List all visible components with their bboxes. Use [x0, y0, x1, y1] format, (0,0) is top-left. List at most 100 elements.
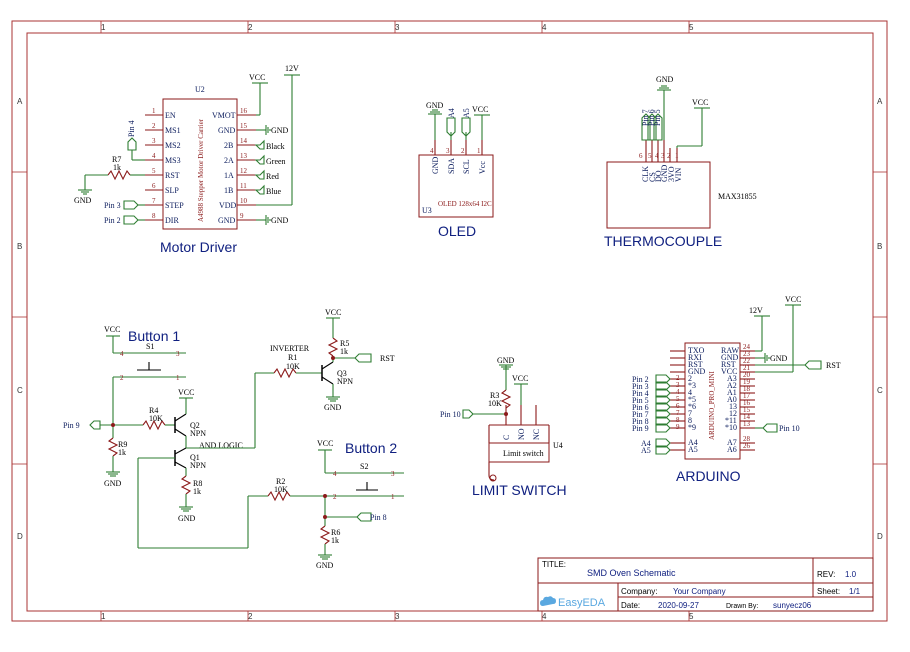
q1-ref: Q1 [190, 453, 200, 462]
u2-pin-14-num: 14 [240, 137, 248, 145]
arduino-num-28: 28 [743, 435, 751, 443]
thermo-pin-3-num: 3 [661, 152, 665, 160]
u2-pin-13-num: 13 [240, 152, 248, 160]
u2-pin-3-name: MS2 [165, 141, 181, 150]
limit-gnd-label: GND [497, 356, 515, 365]
r3-value: 10K [488, 399, 502, 408]
arduino-right-vcc: VCC [721, 367, 737, 376]
q2-ref: Q2 [190, 421, 200, 430]
u2-pin3-label: Pin 3 [104, 201, 121, 210]
title-label: TITLE: [542, 560, 566, 569]
arduino-num-21: 21 [743, 364, 751, 372]
u3-pin-3-num: 3 [446, 147, 450, 155]
row-label-b-right: B [877, 242, 882, 251]
s1-pin-3: 3 [176, 350, 180, 358]
limit-vcc-label: VCC [512, 374, 528, 383]
u2-pin-7-name: STEP [165, 201, 184, 210]
q3-ref: Q3 [337, 369, 347, 378]
arduino-num-26: 26 [743, 442, 751, 450]
u2-vcc-wire [252, 82, 268, 116]
arduino-num-18: 18 [743, 385, 751, 393]
arduino-left-d6: *6 [688, 402, 696, 411]
r1-value: 10K [286, 362, 300, 371]
thermo-pin-vin: VIN [674, 168, 683, 182]
sheet-label: Sheet: [817, 587, 840, 596]
u2-pin-6-name: SLP [165, 186, 179, 195]
u2-pin-9-num: 9 [240, 212, 244, 220]
arduino-right-11: *11 [725, 416, 737, 425]
s2-switch [248, 449, 404, 560]
u2-gnd-label-9: GND [271, 216, 289, 225]
arduino-num-24: 24 [743, 343, 751, 351]
q3-gnd-label: GND [324, 403, 342, 412]
u2-pin-12-name: 1A [224, 171, 234, 180]
u3-pin-4-num: 4 [430, 147, 434, 155]
col-label-2: 2 [248, 23, 253, 32]
u2-pin-5-num: 5 [152, 167, 156, 175]
q1-transistor [137, 372, 274, 549]
u2-pin-15-name: GND [218, 126, 236, 135]
arduino-num-6: 6 [676, 402, 680, 410]
arduino-num-15: 15 [743, 406, 751, 414]
pin9-flag: Pin 9 [63, 421, 80, 430]
r8-ref: R8 [193, 479, 202, 488]
thermo-pin-4-num: 4 [655, 152, 659, 160]
easyeda-logo-text: EasyEDA [558, 597, 606, 609]
arduino-right-rst: RST [721, 360, 736, 369]
arduino-left-txo: TXO [688, 346, 705, 355]
s1-vcc-label: VCC [104, 325, 120, 334]
u2-pin-16-name: VMOT [212, 111, 236, 120]
r7-ref: R7 [112, 155, 121, 164]
u2-pin-10-num: 10 [240, 197, 248, 205]
row-label-a: A [17, 97, 23, 106]
arduino-pro-mini: ARDUINO_PRO_MINI TXO RXI RST GND 2 *3 [632, 295, 841, 484]
title-block: TITLE: SMD Oven Schematic REV: 1.0 Compa… [537, 557, 874, 612]
u3-part: OLED 128x64 I2C [438, 200, 492, 208]
u3-pin-2-num: 2 [461, 147, 465, 155]
arduino-left-rxi: RXI [688, 353, 702, 362]
s1-pin-1: 1 [176, 374, 180, 382]
u3-wires [428, 109, 490, 140]
u2-pin-10-name: VDD [219, 201, 237, 210]
drawn-by-label: Drawn By: [726, 603, 758, 610]
arduino-flag-pin6: Pin 6 [632, 403, 649, 412]
arduino-right-12: 12 [729, 409, 737, 418]
limit-switch-title: LIMIT SWITCH [472, 482, 567, 498]
arduino-num-16: 16 [743, 399, 751, 407]
u3-pin-vcc: Vcc [478, 161, 487, 174]
arduino-num-2: 2 [676, 374, 680, 382]
r6-value: 1k [331, 536, 339, 545]
button2-title: Button 2 [345, 440, 397, 456]
arduino-num-20: 20 [743, 371, 751, 379]
r5-value: 1k [340, 347, 348, 356]
u2-pin-11-num: 11 [240, 182, 247, 190]
s2-pin-3: 3 [391, 470, 395, 478]
button-logic-circuit: Button 1 Button 2 VCC S1 4 3 2 1 Pin 9 [63, 308, 404, 570]
arduino-left-a4: A4 [688, 438, 698, 447]
arduino-flag-pin3: Pin 3 [632, 382, 649, 391]
u3-pin-sda: SDA [447, 158, 456, 174]
arduino-right-10: *10 [725, 423, 737, 432]
u2-net-blue: Blue [266, 187, 282, 196]
sheet-border: 1 2 3 4 5 1 2 3 4 5 A B C D A B C D [11, 20, 888, 622]
s2-pin-2: 2 [333, 493, 337, 501]
arduino-right-a1: A1 [727, 388, 737, 397]
u2-12v-wire [256, 74, 300, 206]
arduino-right-raw: RAW [721, 346, 739, 355]
u2-pin-15-num: 15 [240, 122, 248, 130]
u2-pin-6-num: 6 [152, 182, 156, 190]
drawn-by-value: sunyecz06 [773, 601, 812, 610]
col-label-4-bottom: 4 [542, 612, 547, 621]
arduino-left-rst: RST [688, 360, 703, 369]
u2-pin-16-num: 16 [240, 107, 248, 115]
q1-type: NPN [190, 461, 206, 470]
oled-u3: U3 OLED 128x64 I2C 4 3 2 1 GND SDA SCL V… [418, 101, 494, 239]
r4-r9-network [89, 419, 175, 477]
arduino-num-22: 22 [743, 357, 751, 365]
row-label-d: D [17, 532, 23, 541]
limit-switch-roller [489, 474, 497, 482]
q2-vcc-label: VCC [178, 388, 194, 397]
col-label-3-bottom: 3 [395, 612, 400, 621]
u2-vcc-label: VCC [249, 73, 265, 82]
rev-value: 1.0 [845, 570, 857, 579]
